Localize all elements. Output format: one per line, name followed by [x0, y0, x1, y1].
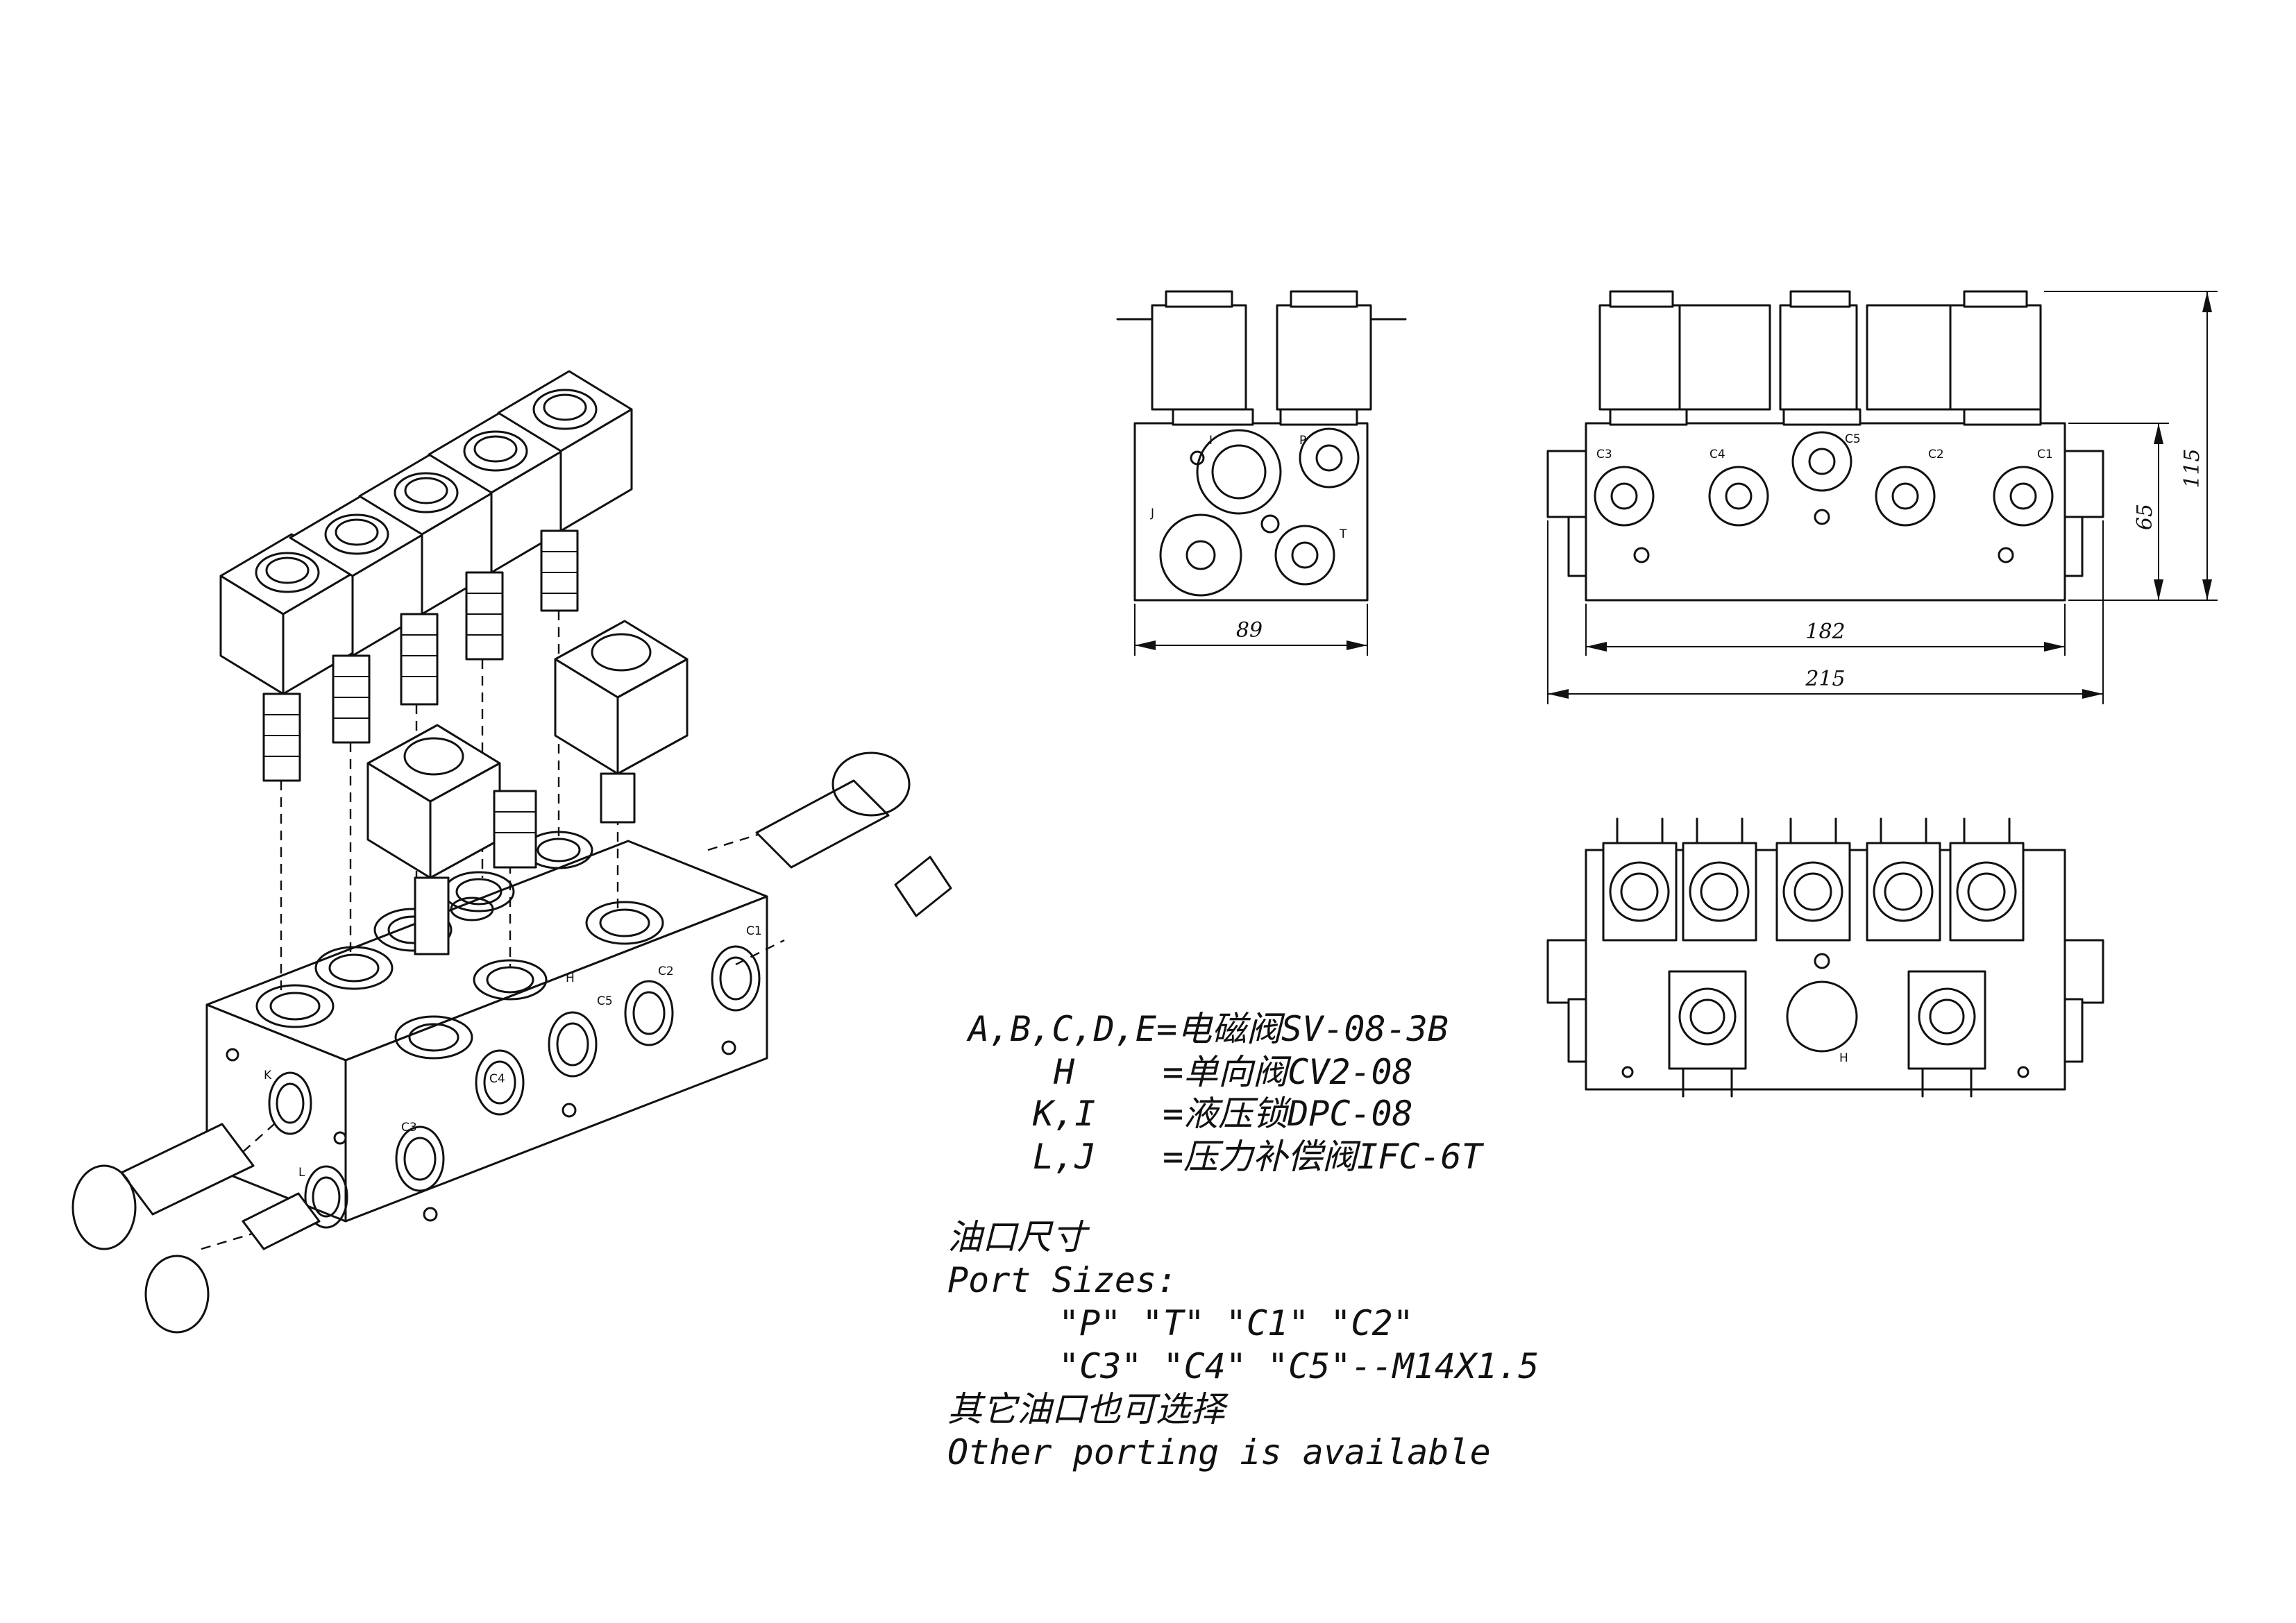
legend-row-3-sep: = — [1163, 1094, 1184, 1134]
legend-row-2-desc: 单向阀CV2-08 — [1183, 1052, 1413, 1092]
iso-solenoid-valve-b — [289, 495, 425, 744]
iso-compensator-valve-l — [71, 1123, 321, 1334]
dim-front-body-width: 182 — [1805, 620, 1845, 644]
iso-manifold-block: C1 C2 C3 C4 C5 H K L — [205, 831, 768, 1229]
iso-port-c4-label: C4 — [489, 1072, 505, 1086]
iso-solenoid-valve-e — [497, 370, 633, 612]
front-port-c5-label: C5 — [1845, 432, 1861, 446]
legend-row-3-codes: K,I — [1033, 1094, 1096, 1134]
dim-overall-height: 115 — [2180, 448, 2204, 488]
legend-row-2-def: =单向阀CV2-08 — [1163, 1055, 1413, 1089]
iso-port-c1-label: C1 — [746, 924, 762, 938]
port-sizes-title-en: Port Sizes: — [947, 1260, 1178, 1300]
legend-row-1: A,B,C,D,E=电磁阀SV-08-3B — [968, 1012, 1449, 1046]
legend-row-4-codes: L,J — [1033, 1137, 1096, 1177]
iso-compensator-valve-j — [755, 751, 952, 917]
side-port-t-label: T — [1339, 527, 1347, 541]
iso-port-c3-label: C3 — [401, 1121, 417, 1135]
iso-dpc-valve-k — [366, 724, 501, 955]
port-sizes-line-2: "C3" "C4" "C5"--M14X1.5 — [1058, 1346, 1539, 1386]
dim-front-overall-width: 215 — [1805, 667, 1845, 691]
side-port-j-label: J — [1150, 507, 1154, 520]
legend-row-3-def: =液压锁DPC-08 — [1163, 1096, 1413, 1131]
legend-row-1-desc: 电磁阀SV-08-3B — [1177, 1009, 1449, 1049]
other-porting-cn: 其它油口也可选择 — [947, 1389, 1225, 1429]
top-port-h-label: H — [1839, 1051, 1848, 1065]
iso-port-c5-label: C5 — [597, 994, 613, 1008]
front-view: C3 C4 C5 C2 C1 182 215 65 115 — [1546, 290, 2218, 704]
side-port-i-label: I — [1209, 434, 1213, 448]
dim-side-width: 89 — [1236, 618, 1263, 643]
legend-row-4-sep: = — [1163, 1137, 1184, 1177]
iso-port-c2-label: C2 — [658, 965, 674, 978]
iso-port-l-label: L — [298, 1166, 305, 1180]
legend-row-4-desc: 压力补偿阀IFC-6T — [1183, 1137, 1483, 1177]
front-port-c2-label: C2 — [1928, 448, 1944, 461]
iso-check-valve-h — [493, 790, 537, 869]
iso-port-h-label: H — [566, 971, 575, 985]
side-port-p-label: P — [1299, 434, 1306, 448]
iso-port-k-label: K — [264, 1069, 272, 1082]
legend-row-2-sep: = — [1163, 1052, 1184, 1092]
front-port-c4-label: C4 — [1710, 448, 1725, 461]
iso-dpc-valve-i — [554, 620, 689, 824]
port-sizes-line-1: "P" "T" "C1" "C2" — [1058, 1303, 1414, 1343]
legend-row-2-codes: H — [1054, 1052, 1075, 1092]
port-sizes-title-cn: 油口尺寸 — [947, 1217, 1086, 1257]
legend-row-1-sep: = — [1156, 1009, 1178, 1049]
side-view: I P J T 89 — [1116, 290, 1407, 656]
legend-row-4-def: =压力补偿阀IFC-6T — [1163, 1139, 1483, 1174]
legend-row-3-desc: 液压锁DPC-08 — [1183, 1094, 1413, 1134]
iso-solenoid-valve-c — [358, 453, 494, 706]
legend-row-1-codes: A,B,C,D,E — [968, 1009, 1156, 1049]
front-port-c1-label: C1 — [2037, 448, 2053, 461]
isometric-exploded-view: C1 C2 C3 C4 C5 H K L — [71, 370, 952, 1334]
front-port-c3-label: C3 — [1596, 448, 1612, 461]
dim-body-height: 65 — [2133, 504, 2157, 530]
other-porting-en: Other porting is available — [947, 1432, 1491, 1472]
top-view: H — [1546, 817, 2104, 1098]
